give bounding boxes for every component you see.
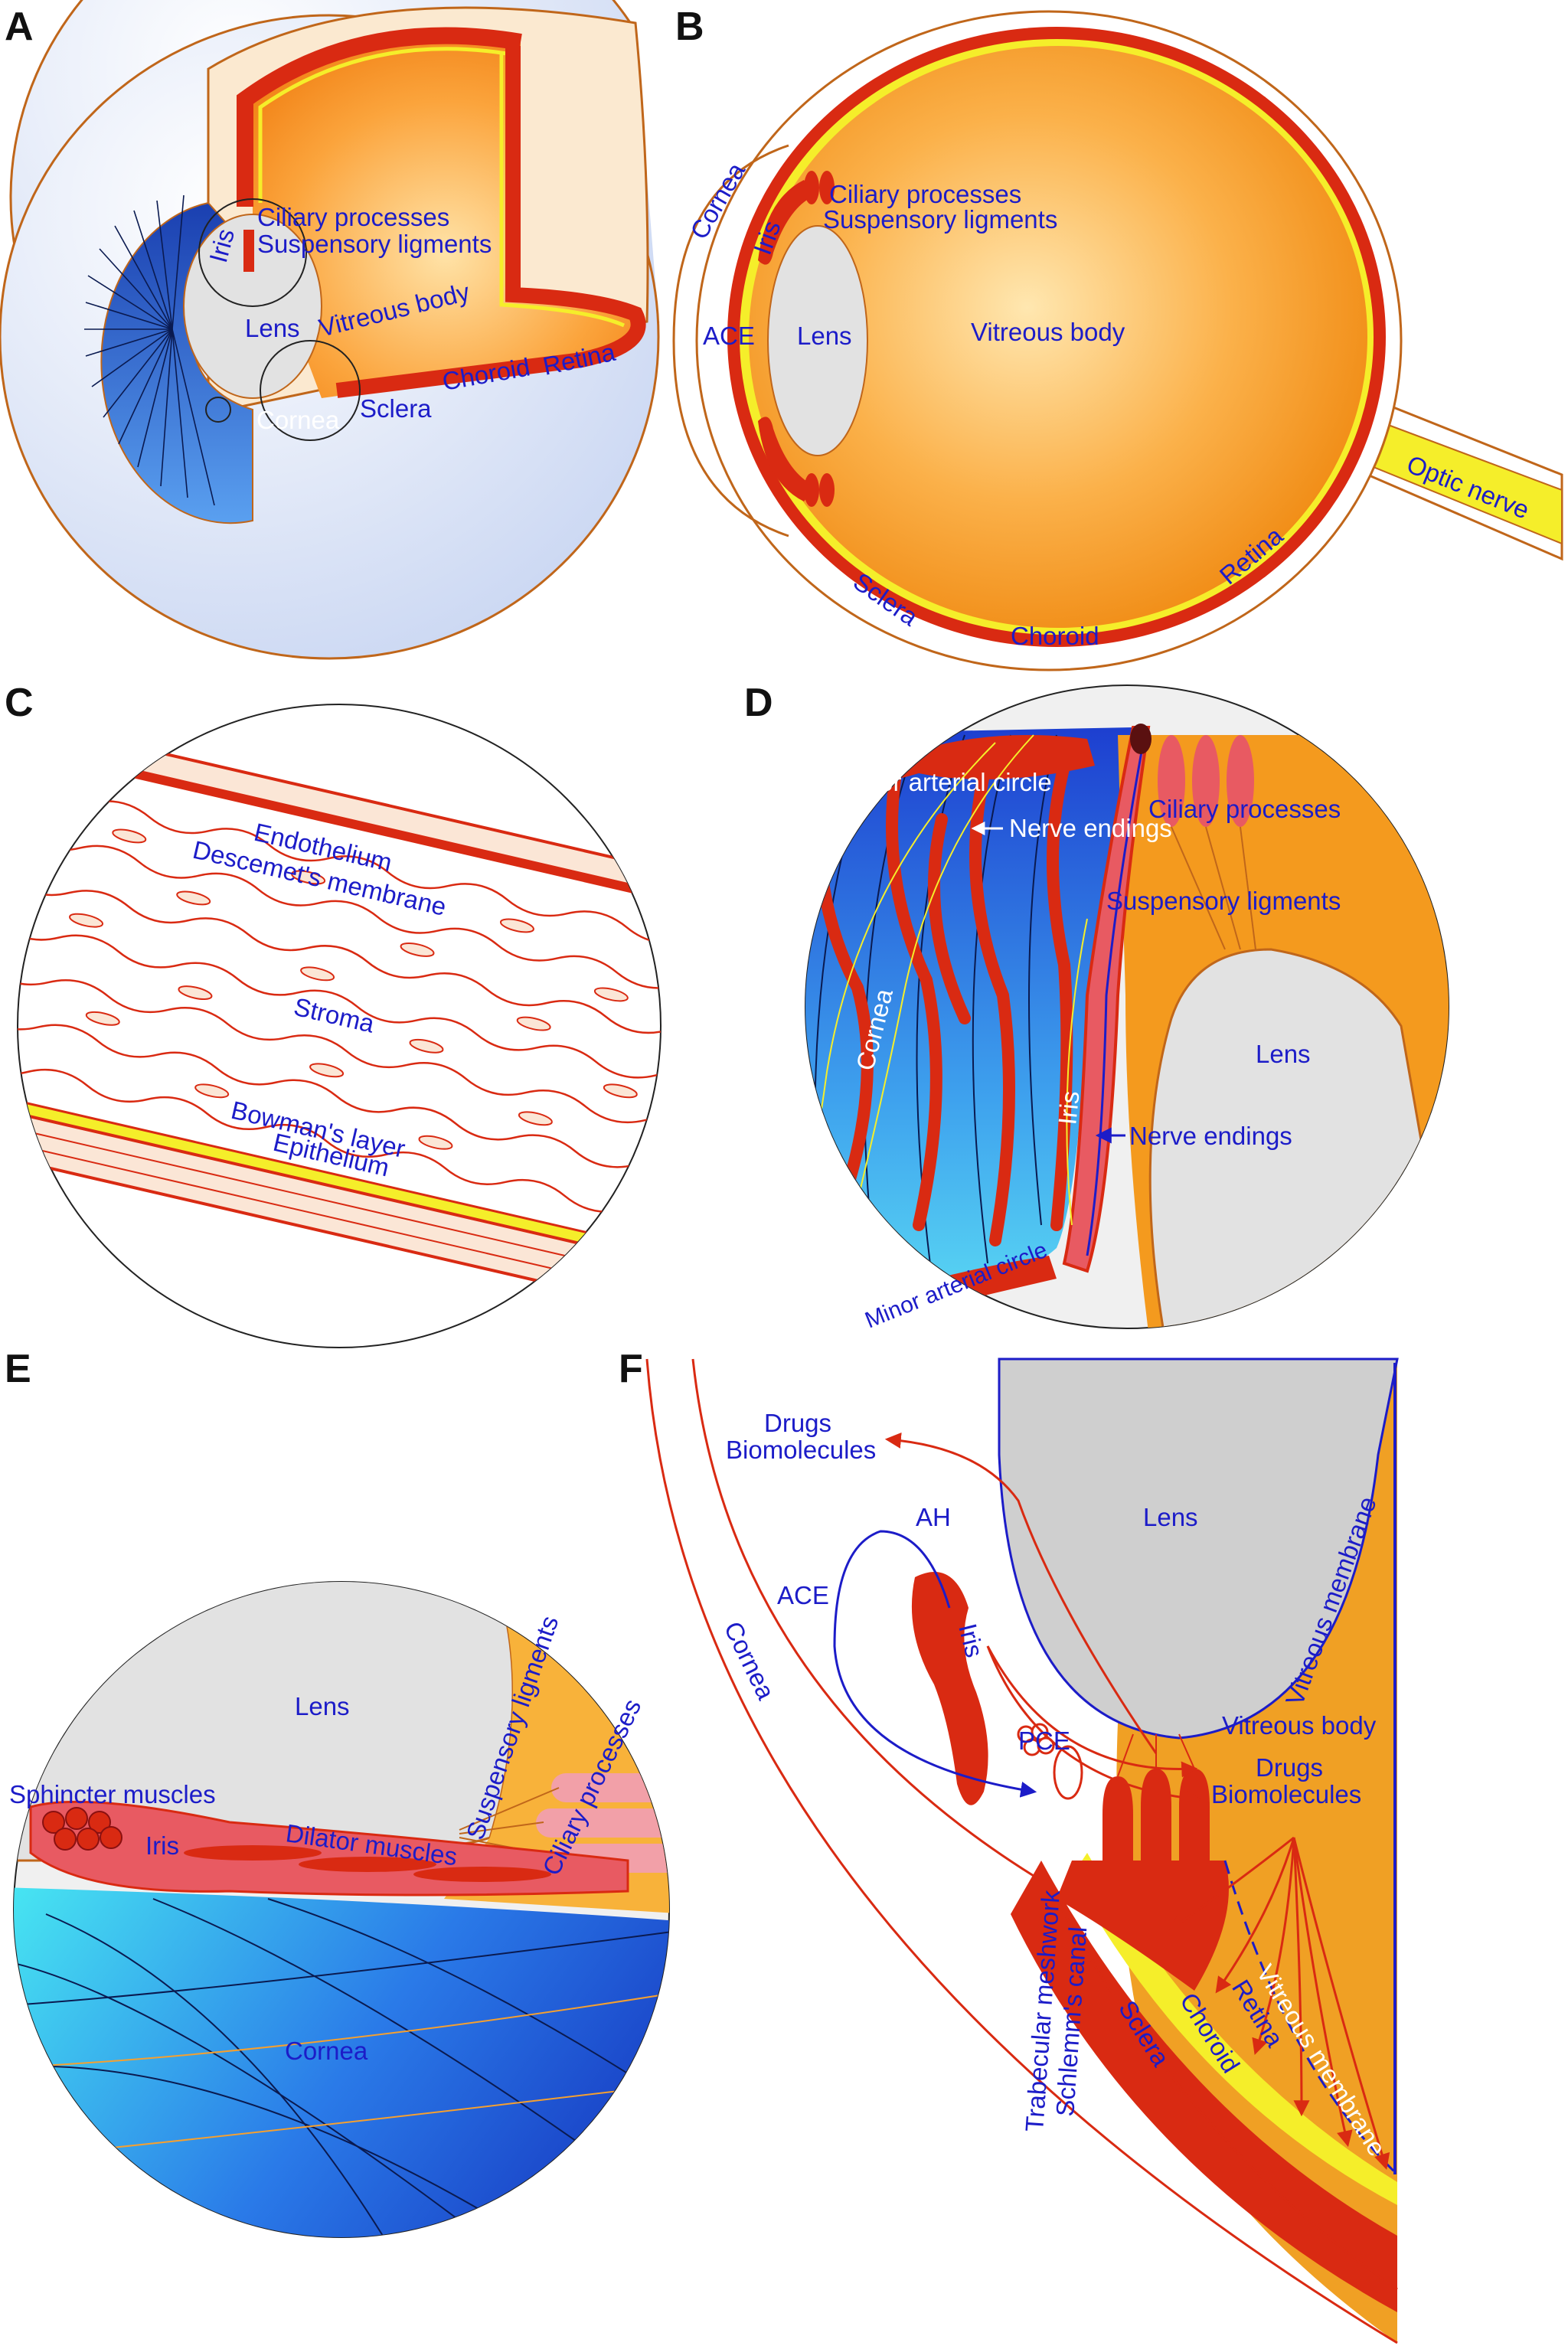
panel-d-label-iris: Iris bbox=[1053, 1090, 1084, 1126]
panel-b-iris-upper bbox=[758, 180, 815, 265]
panel-f-sclera-cornea-outer bbox=[645, 1358, 1398, 2344]
panel-d-nerve-line bbox=[1086, 734, 1146, 1256]
panel-e-label-iris: Iris bbox=[145, 1831, 179, 1860]
panel-f-label-pce: PCE bbox=[1018, 1727, 1070, 1755]
panel-a-label-cornea: Cornea bbox=[256, 406, 340, 434]
panel-c-layers bbox=[18, 711, 661, 1322]
panel-a-cornea-lines bbox=[84, 194, 215, 506]
panel-f-choroid bbox=[1011, 1861, 1397, 2312]
panel-e-label-sphincter-muscles: Sphincter muscles bbox=[9, 1780, 216, 1808]
panel-d-nerves bbox=[805, 734, 1088, 1302]
panel-d-ciliary-processes bbox=[1158, 735, 1254, 827]
panel-b-label-ace: ACE bbox=[703, 322, 755, 350]
panel-f-drug-flow-right-2 bbox=[986, 1645, 1202, 1806]
panel-e: E bbox=[5, 1347, 670, 2238]
panel-b-label-ciliary-processes: Ciliary processes bbox=[829, 180, 1021, 208]
panel-b-label-choroid: Choroid bbox=[1011, 622, 1099, 650]
panel-f: F bbox=[619, 1347, 1399, 2344]
panel-b-lens bbox=[767, 225, 868, 456]
panel-a-label-lens: Lens bbox=[245, 314, 300, 342]
panel-b-iris-lower bbox=[758, 417, 815, 501]
panel-d-label-ciliary-processes: Ciliary processes bbox=[1148, 795, 1341, 823]
panel-f-label-cornea: Cornea bbox=[719, 1617, 781, 1704]
panel-f-label-biomolecules-top: Biomolecules bbox=[726, 1436, 876, 1464]
panel-d-letter: D bbox=[744, 681, 773, 725]
panel-f-ah-flow bbox=[833, 1530, 1037, 1798]
panel-e-cornea-lines bbox=[14, 1898, 669, 2237]
panel-b: B Cornea Iris Ciliary processes Suspenso… bbox=[672, 5, 1563, 671]
panel-a-letter: A bbox=[5, 5, 34, 49]
panel-c-letter: C bbox=[5, 681, 34, 725]
panel-f-ciliary-processes bbox=[1102, 1769, 1210, 1868]
panel-f-content bbox=[645, 1357, 1399, 2344]
panel-f-label-lens: Lens bbox=[1143, 1503, 1198, 1531]
panel-a-retina-band bbox=[499, 54, 626, 328]
panel-f-label-vitreous-body: Vitreous body bbox=[1222, 1711, 1377, 1740]
panel-f-label-biomolecules-right: Biomolecules bbox=[1211, 1780, 1361, 1808]
panel-d-label-suspensory-ligments: Suspensory ligments bbox=[1106, 887, 1341, 915]
panel-a-zoom-circle-small bbox=[205, 397, 231, 423]
panel-d-label-major-arterial-circle: Major arterial circle bbox=[838, 768, 1052, 796]
panel-f-label-ah: AH bbox=[916, 1503, 951, 1531]
panel-f-letter: F bbox=[619, 1347, 643, 1391]
panel-b-label-suspensory-ligments: Suspensory ligments bbox=[823, 205, 1057, 234]
panel-a-zoom-circle-lower bbox=[260, 340, 361, 441]
panel-c: C bbox=[5, 681, 662, 1348]
panel-a-choroid-band bbox=[335, 46, 646, 398]
panel-f-cornea-inner bbox=[691, 1358, 1034, 1877]
panel-b-ciliary-processes bbox=[804, 171, 835, 507]
panel-b-letter: B bbox=[675, 5, 704, 49]
panel-a-label-suspensory-ligments: Suspensory ligments bbox=[257, 230, 492, 258]
panel-b-vitreous-body bbox=[749, 46, 1367, 628]
panel-a-label-sclera: Sclera bbox=[360, 394, 432, 423]
panel-d-label-lens: Lens bbox=[1256, 1040, 1311, 1068]
panel-d-vessels bbox=[812, 752, 1073, 1246]
panel-f-vitreous-membrane bbox=[1223, 1860, 1399, 2176]
panel-f-ciliary-body bbox=[1057, 1861, 1229, 1991]
panel-f-drug-flow-right-1 bbox=[986, 1645, 1198, 1778]
panel-e-sphincter-muscles bbox=[42, 1807, 122, 1851]
panel-c-keratocytes bbox=[69, 828, 638, 1150]
panel-d-label-nerve-endings-top: Nerve endings bbox=[1009, 814, 1172, 842]
panel-f-drug-flow-fan bbox=[1168, 1836, 1390, 2171]
panel-f-lens bbox=[998, 1357, 1399, 1740]
panel-f-drug-flow-up bbox=[884, 1432, 1158, 1754]
panel-d-label-nerve-endings-bottom: Nerve endings bbox=[1129, 1122, 1292, 1150]
panel-b-cornea bbox=[672, 144, 789, 537]
panel-e-letter: E bbox=[5, 1347, 31, 1391]
panel-a-iris bbox=[243, 230, 254, 272]
panel-b-label-vitreous-body: Vitreous body bbox=[971, 318, 1125, 346]
panel-a-vessel-layer-top bbox=[237, 27, 522, 207]
panel-f-label-ace: ACE bbox=[777, 1581, 829, 1609]
panel-f-trabecular-meshwork bbox=[1017, 1723, 1055, 1756]
panel-e-dilator-muscles bbox=[184, 1845, 551, 1882]
panel-a: A Ciliary processes Suspensory ligments … bbox=[0, 0, 660, 660]
panel-d-vessel-knot bbox=[1130, 724, 1152, 754]
panel-e-label-cornea: Cornea bbox=[285, 2037, 368, 2065]
panel-d: D bbox=[744, 681, 1449, 1333]
panel-f-label-drugs-top: Drugs bbox=[764, 1409, 831, 1437]
panel-b-label-lens: Lens bbox=[797, 322, 852, 350]
panel-f-iris bbox=[911, 1572, 988, 1805]
panel-a-zoom-circle-upper bbox=[198, 198, 307, 307]
panel-a-retina-top bbox=[258, 47, 509, 287]
panel-d-suspensory-ligments bbox=[1171, 826, 1256, 950]
panel-e-label-lens: Lens bbox=[295, 1692, 350, 1720]
panel-c-descemets-membrane bbox=[18, 734, 661, 932]
panel-a-label-ciliary-processes: Ciliary processes bbox=[257, 203, 449, 231]
panel-f-label-drugs-right: Drugs bbox=[1256, 1753, 1323, 1782]
panel-e-cornea bbox=[14, 1887, 669, 2237]
panel-c-epithelium bbox=[18, 1084, 661, 1322]
panel-f-sclera-inner bbox=[1055, 1898, 1398, 2291]
